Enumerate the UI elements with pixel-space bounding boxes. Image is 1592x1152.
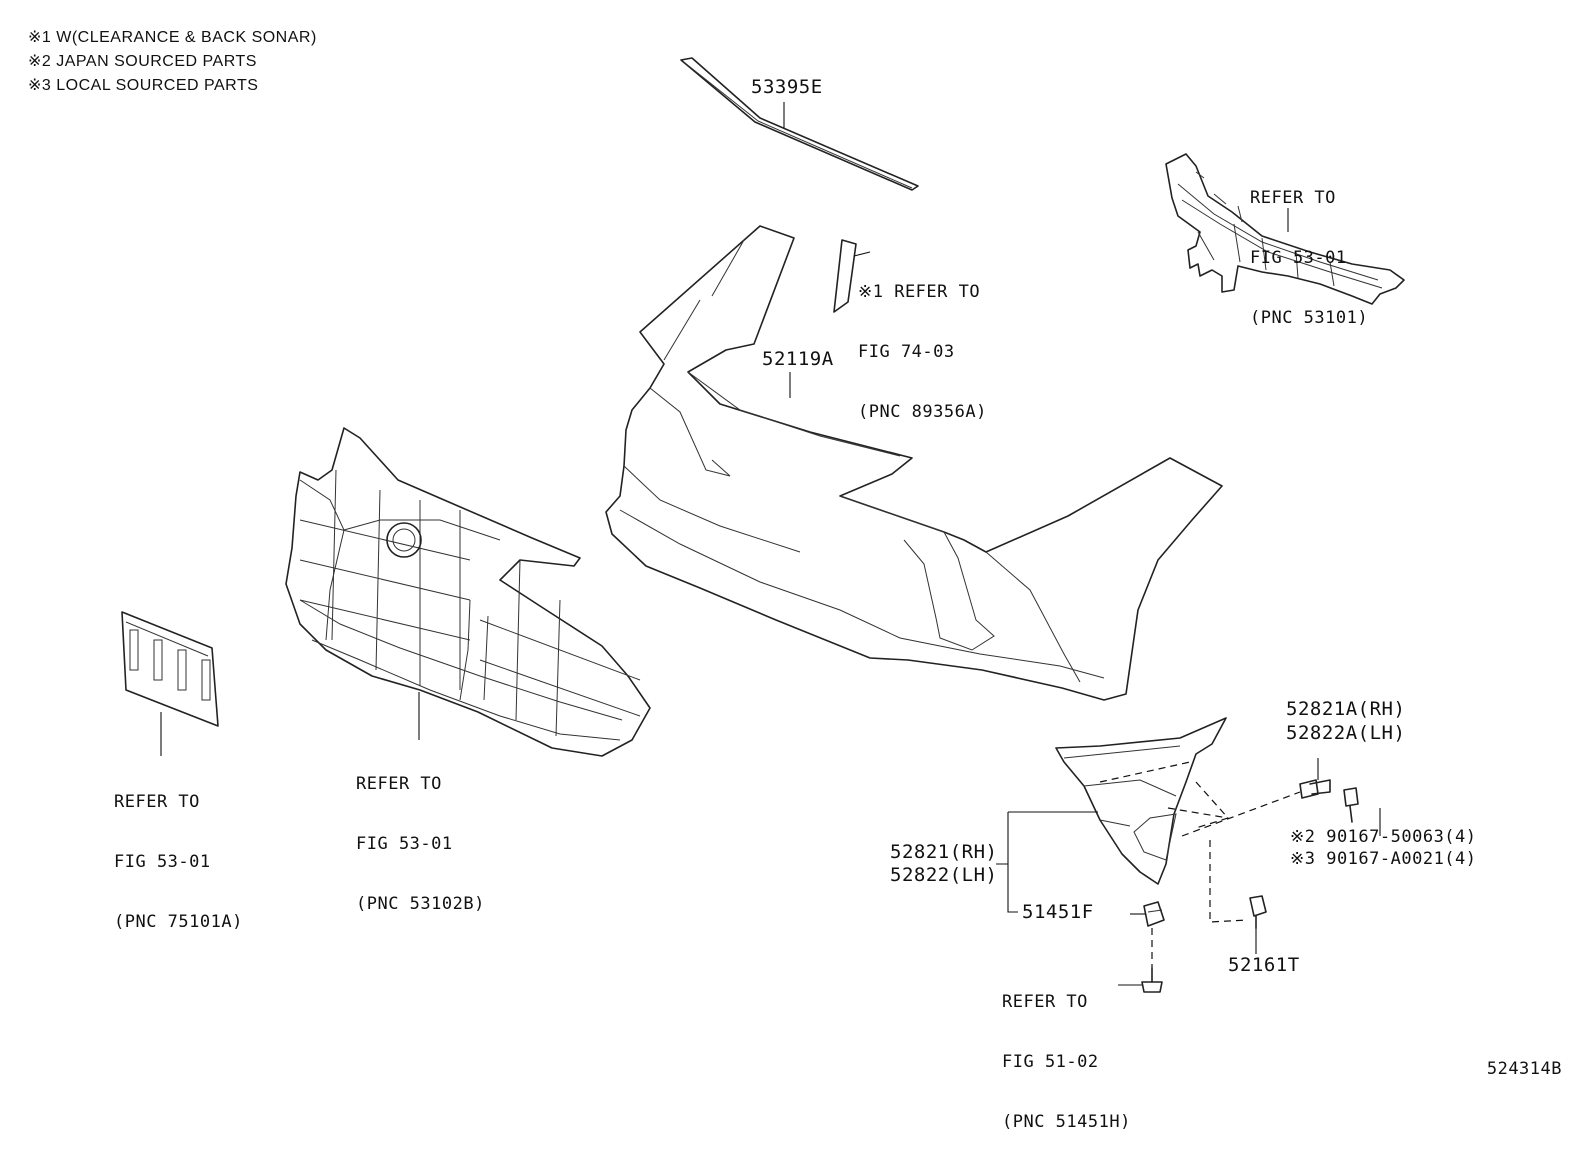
label-garnish-a-rh[interactable]: 52821A(RH) [1286,698,1406,720]
clip-part [1249,895,1267,929]
ref-plate-line-3: (PNC 75101A) [114,912,243,932]
ref-reinforcement-line-2: FIG 53-01 [1250,248,1347,268]
ref-sonar-line-3: (PNC 89356A) [858,402,987,422]
note-3: ※3 LOCAL SOURCED PARTS [28,77,259,94]
label-upper-molding[interactable]: 53395E [751,76,823,98]
screw-part-2 [1343,787,1359,823]
retainer-part [1143,901,1165,927]
ref-bolt-line-2: FIG 51-02 [1002,1052,1099,1072]
ref-bolt-line-1: REFER TO [1002,992,1088,1012]
label-clip[interactable]: 52161T [1228,954,1300,976]
ref-grille-line-1: REFER TO [356,774,442,794]
notes-legend: ※1 W(CLEARANCE & BACK SONAR) ※2 JAPAN SO… [28,26,317,98]
ref-plate-line-2: FIG 53-01 [114,852,211,872]
fog-garnish-part [1055,717,1227,885]
assembly-lines [1099,761,1301,968]
note-2: ※2 JAPAN SOURCED PARTS [28,53,257,70]
sonar-bracket-part [833,239,857,313]
label-garnish-lh[interactable]: 52822(LH) [890,864,998,886]
ref-sonar-line-2: FIG 74-03 [858,342,955,362]
ref-plate[interactable]: REFER TO FIG 53-01 (PNC 75101A) [114,752,243,952]
bolt-part [1141,967,1163,993]
diagram-number: 524314B [1486,1059,1562,1079]
note-1: ※1 W(CLEARANCE & BACK SONAR) [28,29,317,46]
ref-grille-line-2: FIG 53-01 [356,834,453,854]
screw-part [1299,779,1331,799]
ref-sonar[interactable]: ※1 REFER TO FIG 74-03 (PNC 89356A) [858,242,987,442]
ref-grille[interactable]: REFER TO FIG 53-01 (PNC 53102B) [356,734,485,934]
ref-bolt-line-3: (PNC 51451H) [1002,1112,1131,1132]
bumper-reinforcement-part [1165,153,1405,305]
ref-reinforcement-line-3: (PNC 53101) [1250,308,1369,328]
license-plate-bracket-part [121,611,219,727]
label-retainer[interactable]: 51451F [1022,901,1094,923]
radiator-grille-part [285,427,651,757]
label-garnish-a-lh[interactable]: 52822A(LH) [1286,722,1406,744]
ref-plate-line-1: REFER TO [114,792,200,812]
label-bumper-cover[interactable]: 52119A [762,348,834,370]
ref-grille-line-3: (PNC 53102B) [356,894,485,914]
ref-bolt[interactable]: REFER TO FIG 51-02 (PNC 51451H) [1002,952,1131,1152]
label-screw-jp[interactable]: ※2 90167-50063(4) [1290,827,1477,847]
label-screw-local[interactable]: ※3 90167-A0021(4) [1290,849,1477,869]
ref-reinforcement-line-1: REFER TO [1250,188,1336,208]
ref-sonar-line-1: ※1 REFER TO [858,282,981,302]
upper-molding-part [680,57,919,191]
bumper-cover-part [605,225,1223,701]
leader-lines [160,102,1381,986]
label-garnish-rh[interactable]: 52821(RH) [890,841,998,863]
ref-reinforcement[interactable]: REFER TO FIG 53-01 (PNC 53101) [1250,148,1368,348]
parts-diagram [121,57,1405,993]
